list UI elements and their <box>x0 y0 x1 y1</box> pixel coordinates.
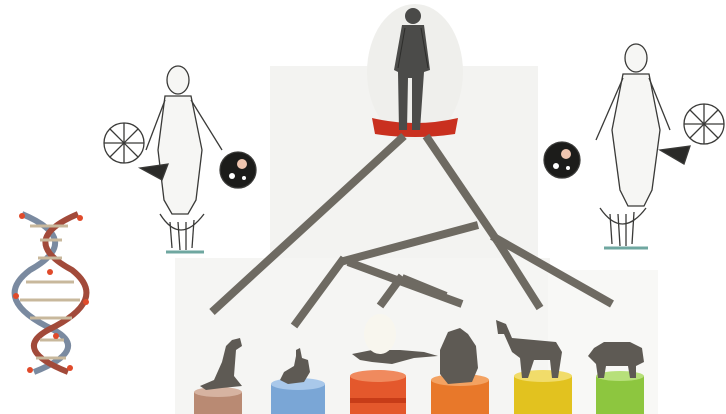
left-scientist-figure <box>104 66 256 252</box>
wheel-icon <box>684 104 724 144</box>
human-figure <box>367 4 463 140</box>
globe-icon <box>220 152 256 188</box>
globe-icon <box>544 142 580 178</box>
wheel-icon <box>104 123 144 163</box>
right-scientist-figure <box>544 44 724 248</box>
dna-double-helix <box>13 213 89 373</box>
egg-shape <box>364 314 396 354</box>
pedestal-kangaroo <box>194 387 242 414</box>
pedestal-lizard <box>350 370 406 414</box>
lyre-icon <box>600 208 648 248</box>
pedestal-rabbit <box>271 378 325 414</box>
lyre-icon <box>160 214 204 252</box>
